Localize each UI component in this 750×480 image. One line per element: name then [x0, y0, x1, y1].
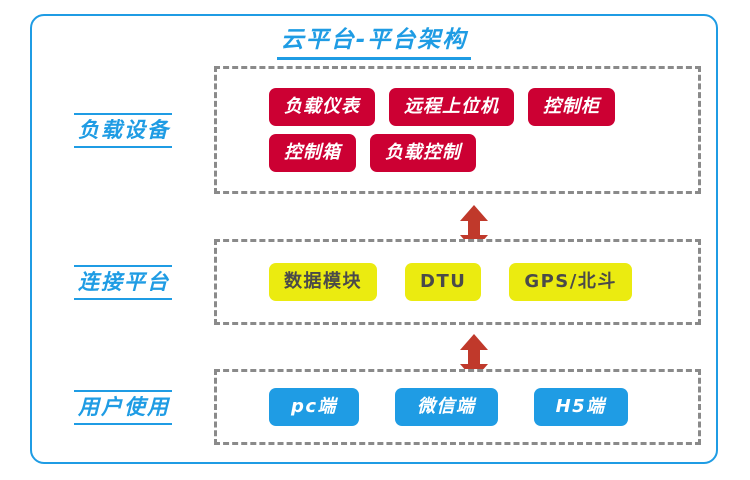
chip-remote-host[interactable]: 远程上位机: [389, 88, 514, 126]
chip-pc-client[interactable]: pc端: [269, 388, 360, 426]
layer-row-platform: 连接平台 数据模块 DTU GPS/北斗: [32, 236, 716, 328]
chip-load-control[interactable]: 负载控制: [370, 134, 476, 172]
group-box-users: pc端 微信端 H5端: [214, 369, 701, 445]
layer-label-cell-platform: 连接平台: [32, 264, 214, 300]
chip-data-module[interactable]: 数据模块: [269, 263, 377, 301]
diagram-card: 云平台-平台架构 负载设备 负载仪表 远程上位机 控制柜 控制箱 负载控制 连接…: [30, 14, 718, 464]
chip-gps-beidou[interactable]: GPS/北斗: [509, 263, 632, 301]
chip-control-box[interactable]: 控制箱: [269, 134, 356, 172]
chip-h5-client[interactable]: H5端: [533, 388, 628, 426]
double-arrow-vertical-icon-bottom: [454, 333, 494, 381]
layer-label-cell-users: 用户使用: [32, 389, 214, 425]
layer-label-devices: 负载设备: [74, 112, 172, 148]
layer-label-platform: 连接平台: [74, 264, 172, 300]
chip-load-meter[interactable]: 负载仪表: [269, 88, 375, 126]
chip-control-cabinet[interactable]: 控制柜: [528, 88, 615, 126]
chip-dtu[interactable]: DTU: [405, 263, 482, 301]
layer-row-users: 用户使用 pc端 微信端 H5端: [32, 365, 716, 449]
group-box-platform: 数据模块 DTU GPS/北斗: [214, 239, 701, 325]
layer-label-cell-devices: 负载设备: [32, 112, 214, 148]
title-container: 云平台-平台架构: [32, 26, 716, 60]
layer-label-users: 用户使用: [74, 389, 172, 425]
layer-row-devices: 负载设备 负载仪表 远程上位机 控制柜 控制箱 负载控制: [32, 60, 716, 200]
page-title: 云平台-平台架构: [276, 26, 472, 60]
group-box-devices: 负载仪表 远程上位机 控制柜 控制箱 负载控制: [214, 66, 701, 194]
chip-wechat-client[interactable]: 微信端: [395, 388, 498, 426]
